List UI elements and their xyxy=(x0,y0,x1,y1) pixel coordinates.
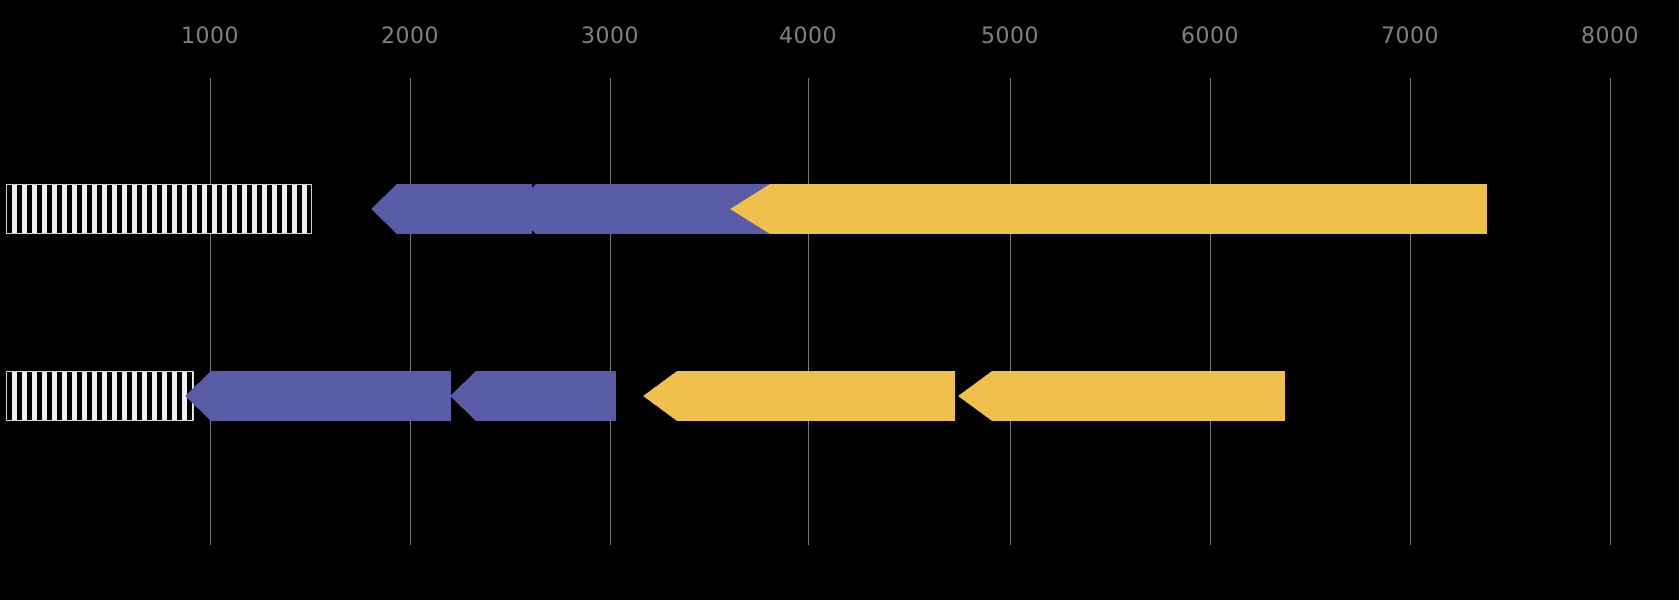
arrow-icon xyxy=(570,184,772,234)
track-bottom-yellow-arrow-2[interactable] xyxy=(958,371,1285,421)
arrow-icon xyxy=(371,184,532,234)
gridline-8000 xyxy=(1610,78,1611,545)
arrow-icon xyxy=(389,371,451,421)
track-top-blue-arrow-1[interactable] xyxy=(371,184,532,234)
track-bottom-yellow-arrow-1[interactable] xyxy=(643,371,955,421)
axis-tick-label-8000: 8000 xyxy=(1581,24,1639,49)
track-top-yellow-arrow-1[interactable] xyxy=(730,184,1487,234)
gridline-6000 xyxy=(1210,78,1211,545)
gridline-2000 xyxy=(410,78,411,545)
gridline-4000 xyxy=(808,78,809,545)
axis-tick-label-3000: 3000 xyxy=(581,24,639,49)
track-bottom-blue-arrow-3[interactable] xyxy=(450,371,616,421)
gridline-5000 xyxy=(1010,78,1011,545)
axis-tick-label-7000: 7000 xyxy=(1381,24,1439,49)
track-bottom-blue-arrow-2[interactable] xyxy=(389,371,451,421)
track-bottom-hatched-region[interactable] xyxy=(6,371,194,421)
gridline-1000 xyxy=(210,78,211,545)
gridline-7000 xyxy=(1410,78,1411,545)
arrow-icon xyxy=(185,371,415,421)
gridline-3000 xyxy=(610,78,611,545)
arrow-icon xyxy=(643,371,955,421)
axis-tick-label-4000: 4000 xyxy=(779,24,837,49)
arrow-icon xyxy=(958,371,1285,421)
track-top-blue-arrow-2[interactable] xyxy=(510,184,597,234)
axis-tick-label-5000: 5000 xyxy=(981,24,1039,49)
track-top-blue-arrow-3[interactable] xyxy=(570,184,772,234)
track-bottom-blue-arrow-1[interactable] xyxy=(185,371,415,421)
track-top-hatched-region[interactable] xyxy=(6,184,312,234)
axis-tick-label-6000: 6000 xyxy=(1181,24,1239,49)
arrow-icon xyxy=(510,184,597,234)
arrow-icon xyxy=(730,184,1487,234)
axis-tick-label-1000: 1000 xyxy=(181,24,239,49)
axis-tick-label-2000: 2000 xyxy=(381,24,439,49)
arrow-icon xyxy=(450,371,616,421)
